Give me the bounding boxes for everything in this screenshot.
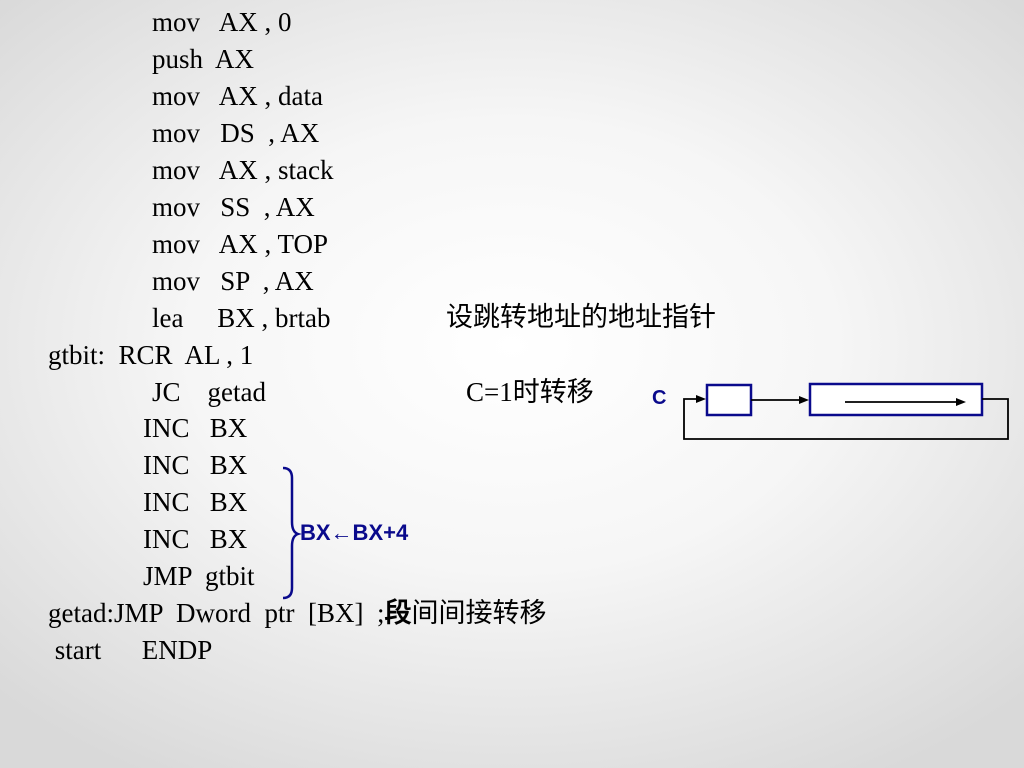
register-box: [808, 382, 984, 417]
code-line-17-cn-bold: 段: [384, 598, 412, 629]
code-line-8: mov SP , AX: [152, 266, 314, 296]
rcr-diagram: [683, 382, 1009, 440]
code-line-14: INC BX: [143, 487, 248, 517]
code-line-17: getad:JMP Dword ptr [BX] ;段间间接转移: [48, 597, 546, 630]
carry-flag-label: C: [652, 387, 667, 409]
code-line-15: INC BX: [143, 524, 248, 554]
code-line-2: push AX: [152, 44, 255, 74]
code-line-4: mov DS , AX: [152, 118, 320, 148]
code-line-10: gtbit: RCR AL , 1: [48, 340, 254, 370]
code-line-1: mov AX , 0: [152, 7, 292, 37]
brace-shape: [282, 466, 302, 600]
code-line-6: mov SS , AX: [152, 192, 315, 222]
code-line-13: INC BX: [143, 450, 248, 480]
code-line-12: INC BX: [143, 413, 248, 443]
comment-address-pointer: 设跳转地址的地址指针: [446, 302, 716, 333]
code-line-17-cn: 间间接转移: [411, 598, 547, 629]
code-line-16: JMP gtbit: [143, 561, 255, 591]
code-line-5: mov AX , stack: [152, 155, 334, 185]
code-line-11: JC getad: [152, 377, 266, 407]
code-line-7: mov AX , TOP: [152, 229, 329, 259]
code-line-3: mov AX , data: [152, 81, 323, 111]
code-line-18: start ENDP: [48, 635, 213, 665]
code-line-9: lea BX , brtab: [152, 303, 331, 333]
carry-box: [705, 383, 753, 417]
rotate-loop-line: [683, 398, 1009, 440]
comment-carry-jump: C=1时转移: [466, 377, 594, 407]
brace-label: BX←BX+4: [300, 520, 409, 545]
code-line-17-text: getad:JMP Dword ptr [BX] ;: [48, 598, 385, 628]
